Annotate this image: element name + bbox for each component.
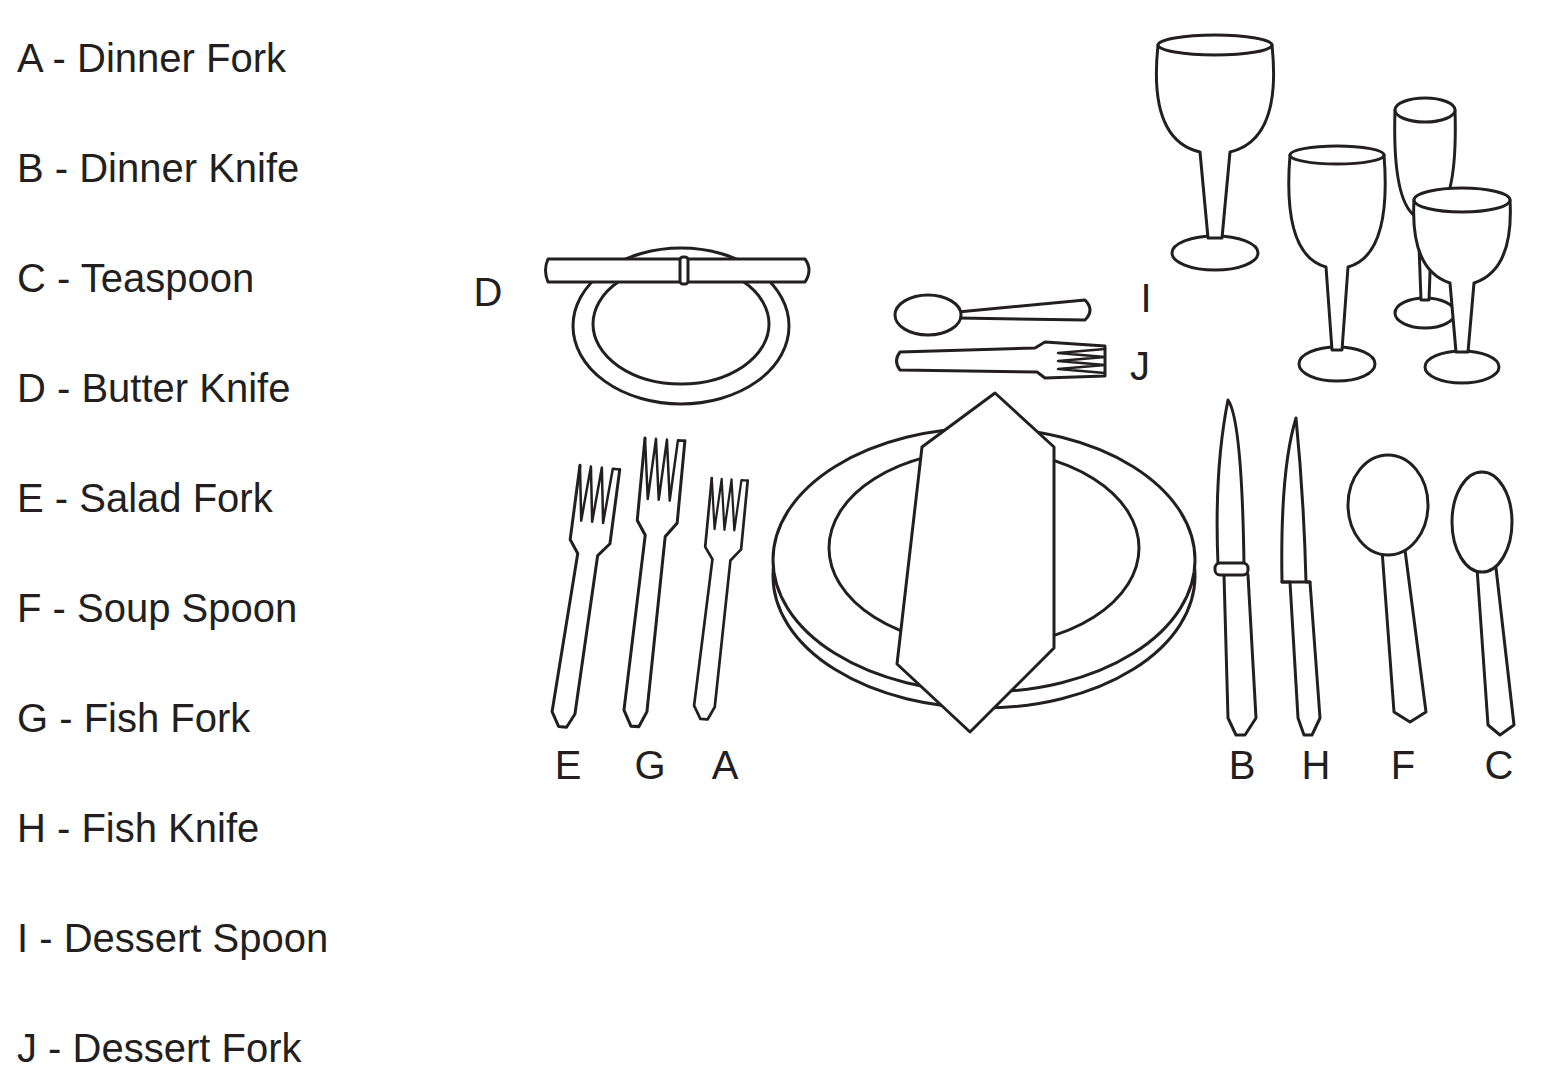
napkin bbox=[897, 393, 1054, 732]
legend-entry: H - Fish Knife bbox=[17, 808, 259, 848]
dessert-spoon bbox=[895, 295, 1090, 335]
wine-glass bbox=[1289, 146, 1385, 381]
salad-fork bbox=[551, 465, 620, 730]
dessert-fork bbox=[897, 342, 1106, 378]
callout-letter: C bbox=[1485, 745, 1514, 785]
callout-letter: I bbox=[1140, 278, 1151, 318]
soup-spoon bbox=[1348, 455, 1428, 722]
legend-entry: G - Fish Fork bbox=[17, 698, 250, 738]
dinner-fork bbox=[693, 478, 748, 721]
legend-entry: E - Salad Fork bbox=[17, 478, 273, 518]
legend-entry: F - Soup Spoon bbox=[17, 588, 297, 628]
teaspoon bbox=[1452, 472, 1514, 735]
callout-letter: A bbox=[712, 745, 739, 785]
callout-letter: J bbox=[1130, 346, 1150, 386]
wine-glass bbox=[1156, 35, 1273, 270]
callout-letter: H bbox=[1302, 745, 1331, 785]
callout-letter: B bbox=[1229, 745, 1256, 785]
callout-letter: D bbox=[474, 272, 503, 312]
fish-fork bbox=[623, 438, 685, 728]
legend-entry: D - Butter Knife bbox=[17, 368, 290, 408]
butter-knife bbox=[546, 257, 810, 284]
legend-entry: I - Dessert Spoon bbox=[17, 918, 328, 958]
legend-entry: B - Dinner Knife bbox=[17, 148, 299, 188]
fish-knife bbox=[1282, 418, 1320, 735]
wine-glass bbox=[1414, 188, 1511, 383]
legend-entry: J - Dessert Fork bbox=[17, 1028, 301, 1068]
callout-letter: F bbox=[1391, 745, 1415, 785]
legend-entry: C - Teaspoon bbox=[17, 258, 254, 298]
dinner-knife bbox=[1215, 400, 1256, 735]
callout-letter: E bbox=[555, 745, 582, 785]
callout-letter: G bbox=[634, 745, 665, 785]
legend-entry: A - Dinner Fork bbox=[17, 38, 286, 78]
